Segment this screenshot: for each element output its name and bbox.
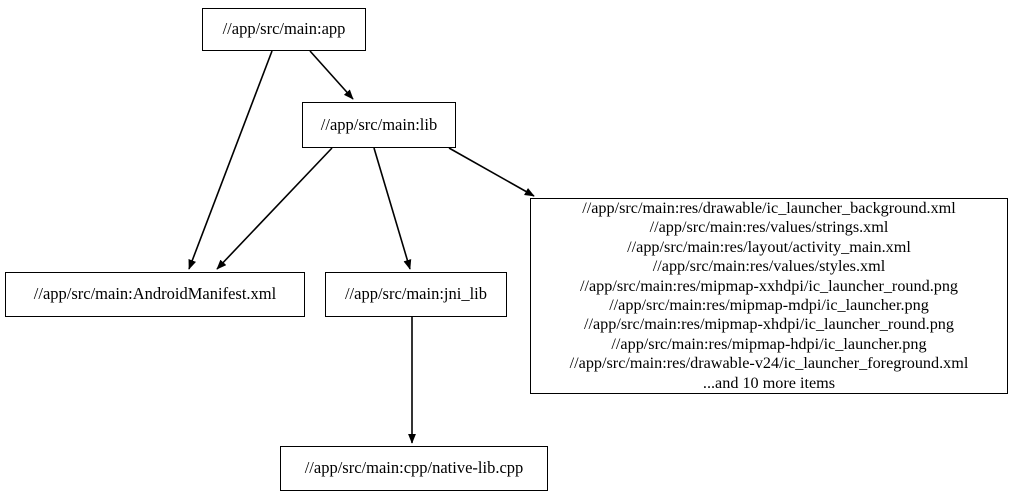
resource-line: //app/src/main:res/mipmap-mdpi/ic_launch… (609, 296, 929, 314)
resource-line: //app/src/main:res/drawable/ic_launcher_… (582, 198, 956, 217)
node-app[interactable]: //app/src/main:app (202, 8, 366, 51)
resource-line: //app/src/main:res/values/styles.xml (652, 257, 886, 276)
resource-line: //app/src/main:res/mipmap-hdpi/ic_launch… (611, 334, 927, 353)
edge-app-to-lib (309, 50, 354, 100)
resource-line: //app/src/main:res/mipmap-xxhdpi/ic_laun… (579, 276, 959, 295)
resource-line: //app/src/main:res/layout/activity_main.… (627, 237, 911, 256)
node-lib[interactable]: //app/src/main:lib (302, 102, 456, 148)
node-resources-group[interactable]: //app/src/main:res/drawable/ic_launcher_… (530, 198, 1008, 394)
resource-line: //app/src/main:res/drawable-v24/ic_launc… (569, 354, 969, 373)
node-native-lib-cpp[interactable]: //app/src/main:cpp/native-lib.cpp (280, 446, 548, 491)
edge-lib-to-resources (448, 147, 535, 197)
node-android-manifest[interactable]: //app/src/main:AndroidManifest.xml (5, 272, 305, 317)
edge-lib-to-jni-lib (373, 147, 412, 270)
resource-line: //app/src/main:res/values/strings.xml (649, 218, 889, 237)
edge-app-to-manifest (188, 50, 273, 270)
node-jni-lib[interactable]: //app/src/main:jni_lib (325, 272, 507, 317)
edge-lib-to-manifest (216, 147, 333, 270)
more-items-label: ...and 10 more items (702, 373, 836, 392)
resource-line: //app/src/main:res/mipmap-xhdpi/ic_launc… (584, 315, 954, 334)
